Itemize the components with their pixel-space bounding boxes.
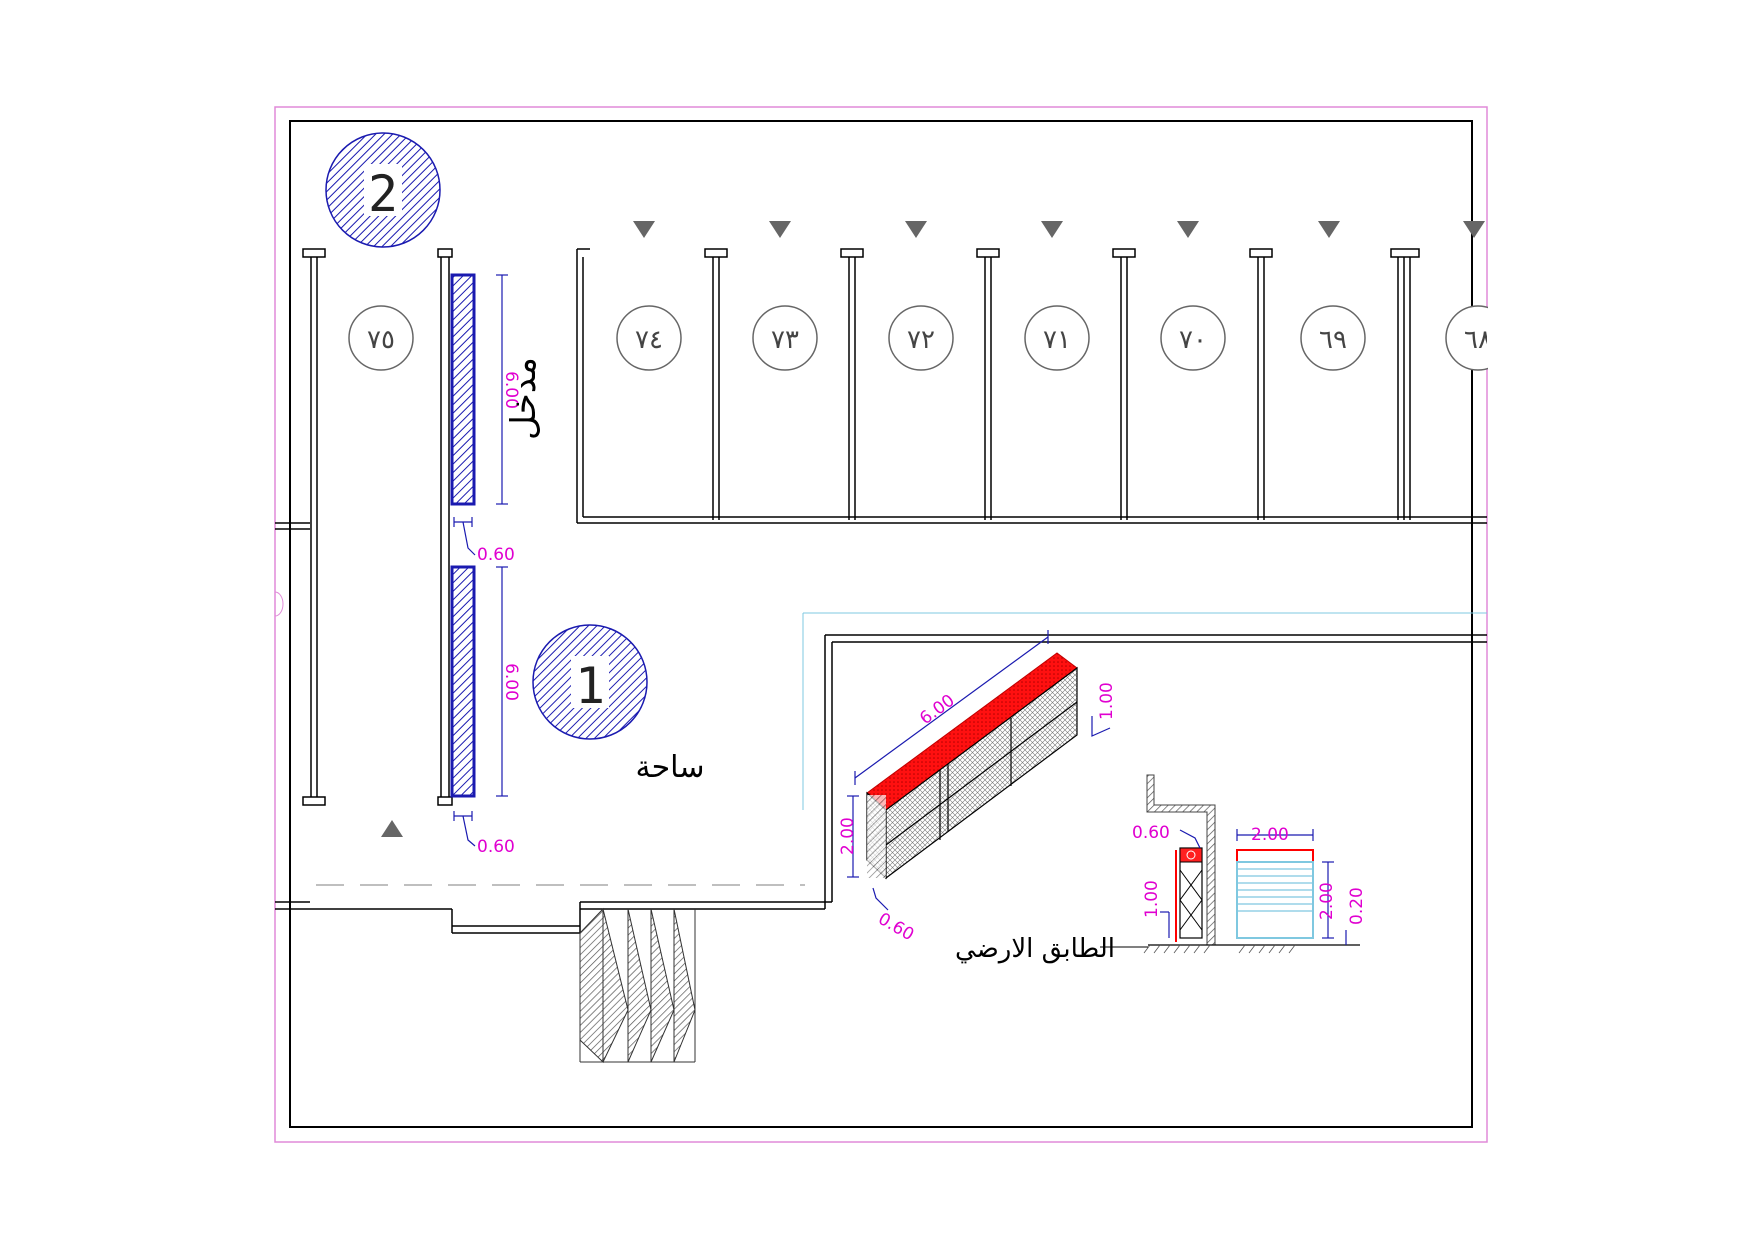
dim-shelf-height: 1.00 (1097, 682, 1117, 720)
stall-label: ٧٠ (1179, 325, 1207, 355)
stall-label: ٧٣ (771, 325, 799, 355)
stall-label: ٧٤ (635, 325, 663, 355)
dim-section-depth: 0.60 (1132, 823, 1170, 843)
dim-shelf-depth: 0.60 (875, 909, 918, 945)
stall-label: ٧١ (1043, 325, 1071, 355)
building-walls (451, 634, 1487, 934)
dim-barrier-lower: 6.00 (501, 663, 521, 701)
dim-gap-lower: 0.60 (477, 837, 515, 857)
entry-arrow (381, 820, 403, 837)
dim-shelf-length: 6.00 (916, 691, 958, 729)
drawing-border (274, 106, 1488, 1143)
shelf-isometric (866, 652, 1078, 880)
stall-row (576, 248, 1487, 524)
dim-section-height: 1.00 (1142, 880, 1162, 918)
stall-arrows (633, 221, 1485, 238)
stall-label: ٦٩ (1319, 325, 1347, 355)
marker-2: 2 (325, 132, 441, 248)
dim-shelf-height-2: 2.00 (838, 817, 858, 855)
stall-label: ٧٢ (907, 325, 935, 355)
building-boundary (802, 612, 1487, 810)
dim-elev-width: 2.00 (1251, 825, 1289, 845)
left-posts (302, 248, 453, 806)
entrance-label: مدخل (504, 357, 544, 440)
barrier-lower (450, 565, 476, 798)
stall-label: ٧٥ (367, 325, 395, 355)
dim-elev-base: 0.20 (1347, 887, 1367, 925)
dim-barrier-upper: 6.00 (501, 371, 521, 409)
marker-2-label: 2 (368, 165, 398, 223)
section-view (1143, 774, 1360, 954)
dim-gap-upper: 0.60 (477, 545, 515, 565)
ground-floor-label: الطابق الارضي (955, 934, 1115, 964)
elevation-view (1236, 849, 1314, 939)
marker-1-label: 1 (575, 657, 605, 715)
building-outline (289, 120, 1473, 1128)
square-label: ساحة (636, 750, 705, 785)
marker-1: 1 (532, 624, 648, 740)
stall-label: ٦٨ (1464, 325, 1492, 355)
stair-block (579, 907, 696, 1064)
barrier-upper (450, 273, 476, 506)
stall-dividers (704, 248, 1420, 520)
dim-elev-height: 2.00 (1317, 882, 1337, 920)
